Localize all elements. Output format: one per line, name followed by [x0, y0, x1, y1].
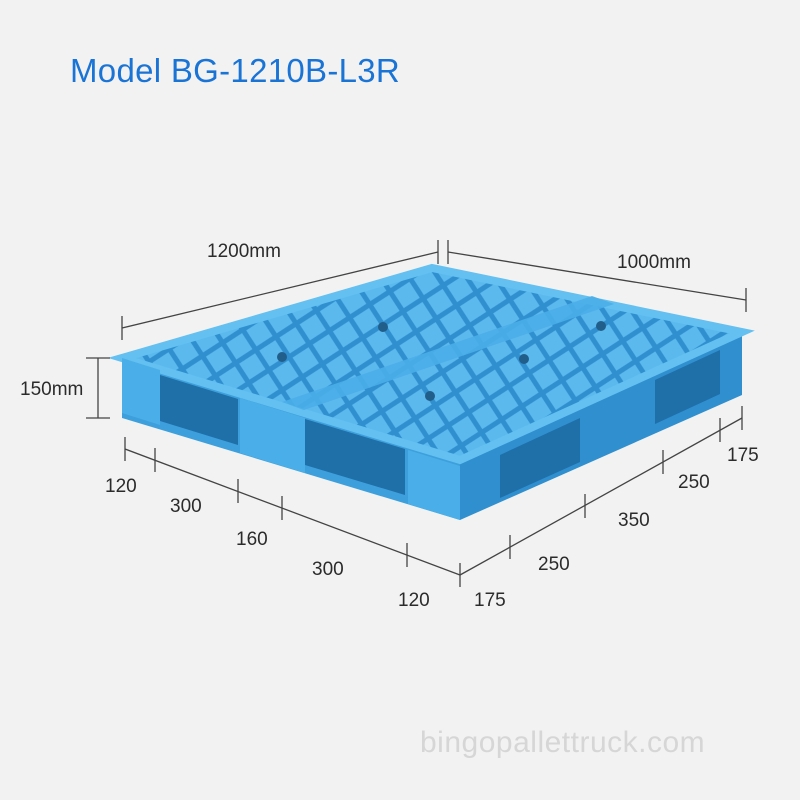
pallet-foot-middle [240, 398, 305, 473]
pallet-foot-right [408, 450, 460, 520]
pallet-foot-left [122, 358, 160, 425]
deck-hole [425, 391, 435, 401]
front-segment-label: 300 [170, 496, 202, 517]
length-label: 1200mm [207, 241, 281, 262]
pallet-image [107, 263, 755, 520]
side-segment-label: 350 [618, 510, 650, 531]
page-title: Model BG-1210B-L3R [70, 52, 401, 89]
deck-hole [277, 352, 287, 362]
front-segment-label: 120 [398, 590, 430, 611]
front-segment-label: 160 [236, 529, 268, 550]
width-label: 1000mm [617, 252, 691, 273]
side-segment-label: 175 [727, 445, 759, 466]
dimension-lines [86, 240, 747, 587]
pallet-deck-rim [107, 263, 755, 465]
watermark: bingopallettruck.com [420, 726, 706, 759]
side-segment-label: 175 [474, 590, 506, 611]
deck-hole [519, 354, 529, 364]
side-opening-left [500, 418, 580, 498]
side-opening-right [655, 350, 720, 424]
height-label: 150mm [20, 379, 83, 400]
side-segment-label: 250 [538, 554, 570, 575]
pallet-deck-beam [282, 296, 614, 410]
front-segment-label: 120 [105, 476, 137, 497]
deck-hole [378, 322, 388, 332]
deck-hole [596, 321, 606, 331]
front-opening-left [160, 375, 238, 445]
front-opening-right [305, 419, 405, 495]
side-segment-label: 250 [678, 472, 710, 493]
front-segment-label: 300 [312, 559, 344, 580]
